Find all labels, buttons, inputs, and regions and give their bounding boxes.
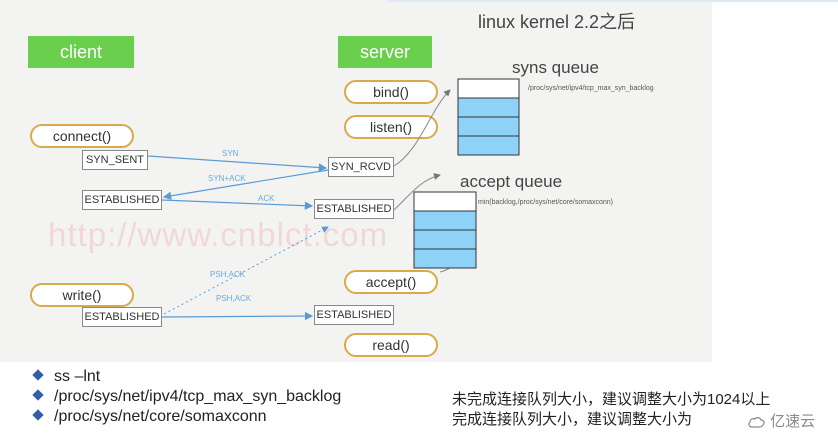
server-established-state: ESTABLISHED — [314, 199, 394, 219]
server-header: server — [338, 36, 432, 68]
ack-label: ACK — [258, 194, 275, 203]
listen-step: listen() — [344, 115, 438, 139]
accept-queue-param: min(backlog,/proc/sys/net/core/somaxconn… — [478, 199, 613, 206]
psh-ack-label: PSH,ACK — [210, 270, 246, 279]
syns-queue-title: syns queue — [512, 58, 599, 77]
accept-step: accept() — [344, 270, 438, 294]
bind-step: bind() — [344, 80, 438, 104]
diamond-bullet-icon — [32, 389, 44, 401]
diagram-title: linux kernel 2.2之后 — [478, 12, 636, 32]
syn-rcvd-state: SYN_RCVD — [328, 157, 394, 177]
bullet-text: /proc/sys/net/core/somaxconn — [54, 408, 267, 425]
accept-queue-title: accept queue — [460, 172, 563, 191]
diamond-bullet-icon — [32, 409, 44, 421]
logo: 亿速云 — [748, 410, 815, 431]
logo-text: 亿速云 — [770, 413, 816, 430]
psh-ack-dotted-arrow — [163, 226, 329, 315]
write-step: write() — [30, 283, 134, 307]
syn-arrow — [147, 155, 328, 172]
bullet-note: 完成连接队列大小，建议调整大小为 — [452, 411, 693, 428]
accept-queue-link — [393, 173, 441, 211]
syn-ack-arrow — [162, 169, 329, 200]
bullet-note: 未完成连接队列大小，建议调整大小为1024以上 — [452, 391, 771, 408]
diamond-bullet-icon — [32, 369, 44, 381]
bullet-item: ss –lnt — [32, 368, 101, 386]
client-established-state: ESTABLISHED — [82, 190, 162, 210]
psh-ack-arrow — [161, 311, 314, 321]
syn-label: SYN — [222, 149, 239, 158]
read-step: read() — [344, 333, 438, 357]
server-established-state: ESTABLISHED — [314, 305, 394, 325]
client-established-state: ESTABLISHED — [82, 307, 162, 327]
divider-line — [388, 0, 838, 2]
bullet-item: /proc/sys/net/core/somaxconn — [32, 408, 267, 426]
watermark: http://www.cnblct.com — [48, 216, 389, 253]
accept-queue-diagram — [413, 191, 477, 269]
syns-queue-param: /proc/sys/net/ipv4/tcp_max_syn_backlog — [528, 85, 654, 92]
syns-queue-link — [393, 89, 451, 167]
handshake-arrows — [147, 78, 520, 321]
syns-queue-diagram — [457, 78, 520, 156]
bullet-text: ss –lnt — [54, 368, 101, 385]
bullet-text: /proc/sys/net/ipv4/tcp_max_syn_backlog — [54, 388, 342, 405]
bullet-item: /proc/sys/net/ipv4/tcp_max_syn_backlog — [32, 388, 342, 406]
psh-ack-label: PSH,ACK — [216, 294, 252, 303]
cloud-icon — [748, 417, 765, 428]
syn-sent-state: SYN_SENT — [82, 150, 148, 170]
client-header: client — [28, 36, 134, 68]
connect-step: connect() — [30, 124, 134, 148]
ack-arrow — [161, 199, 314, 210]
syn-ack-label: SYN+ACK — [208, 174, 246, 183]
